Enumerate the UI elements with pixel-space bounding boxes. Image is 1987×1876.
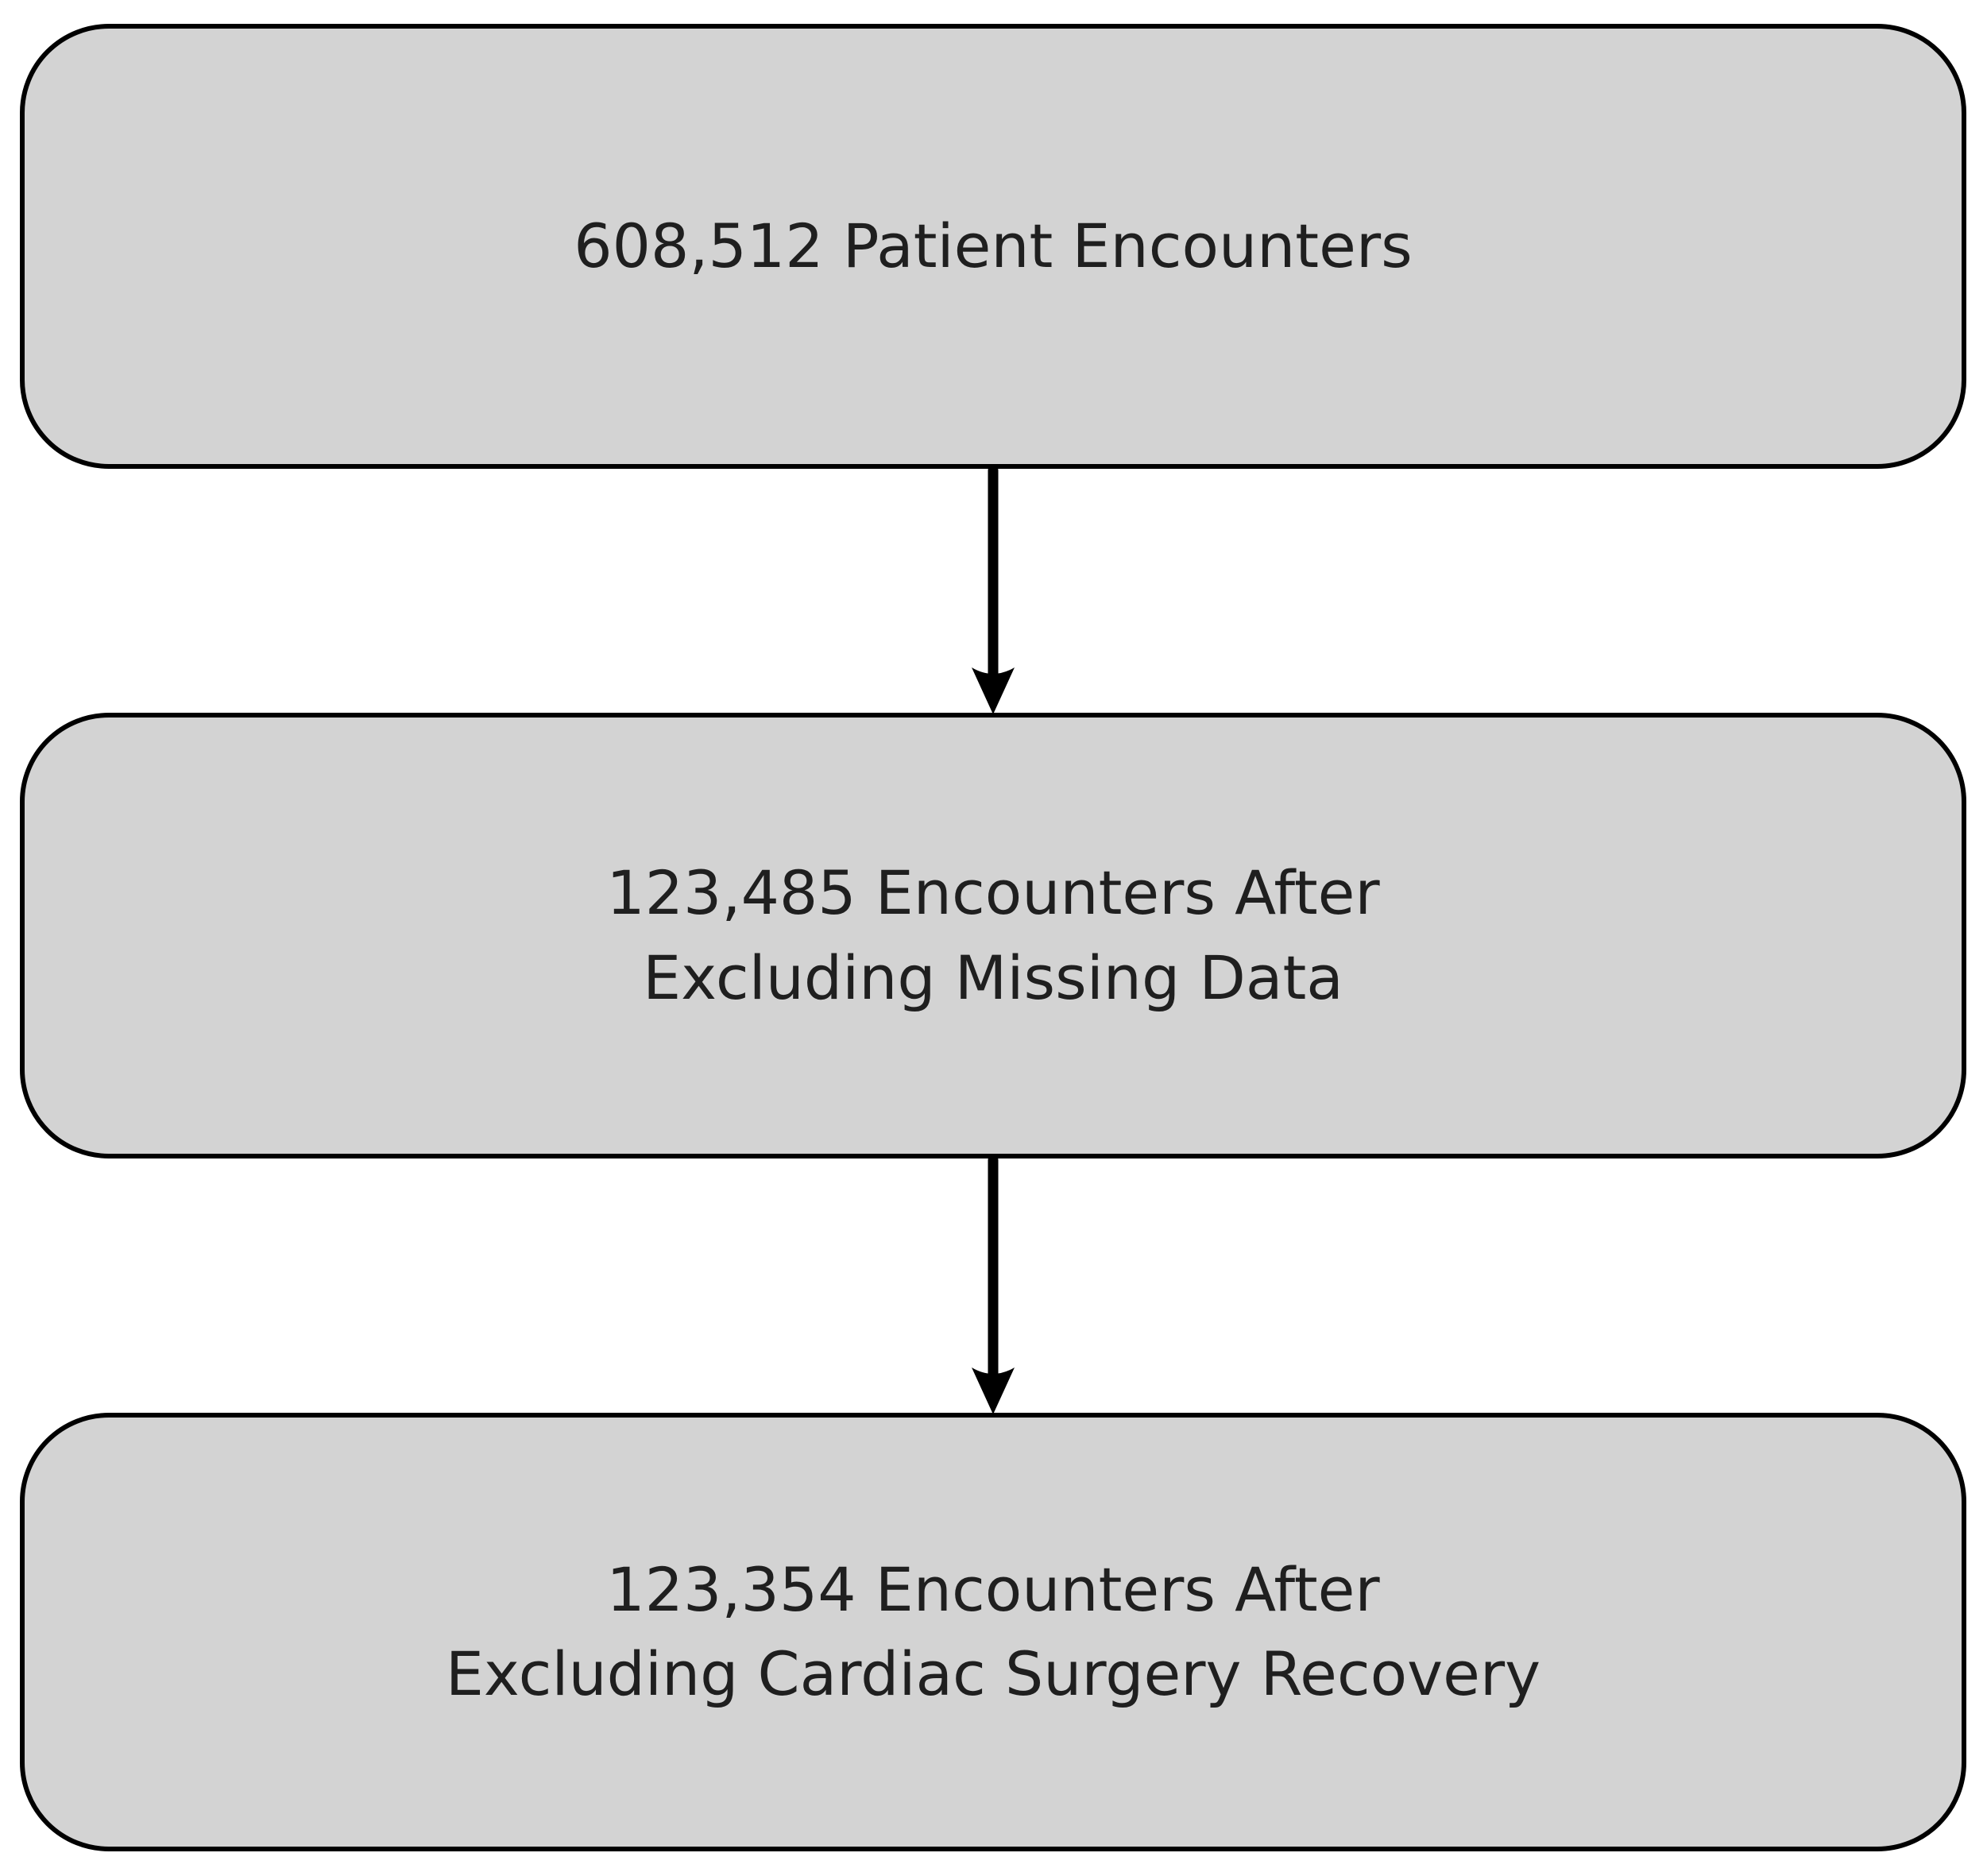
flow-box-excluding-cardiac-surgery-recovery: 123,354 Encounters After Excluding Cardi…: [20, 1413, 1966, 1851]
down-arrow-icon: [972, 1155, 1015, 1414]
flow-box-line: Excluding Missing Data: [643, 942, 1343, 1013]
flow-box-line: 608,512 Patient Encounters: [574, 210, 1413, 281]
flow-box-text: 123,485 Encounters After Excluding Missi…: [606, 851, 1379, 1020]
flow-box-line: 123,485 Encounters After: [606, 857, 1380, 929]
flow-box-line: Excluding Cardiac Surgery Recovery: [445, 1638, 1541, 1709]
flow-box-excluding-missing-data: 123,485 Encounters After Excluding Missi…: [20, 713, 1966, 1158]
flow-box-text: 608,512 Patient Encounters: [574, 204, 1412, 288]
flow-box-line: 123,354 Encounters After: [606, 1553, 1380, 1625]
flow-box-text: 123,354 Encounters After Excluding Cardi…: [446, 1548, 1541, 1717]
flow-box-patient-encounters: 608,512 Patient Encounters: [20, 24, 1966, 469]
down-arrow-icon: [972, 466, 1015, 714]
